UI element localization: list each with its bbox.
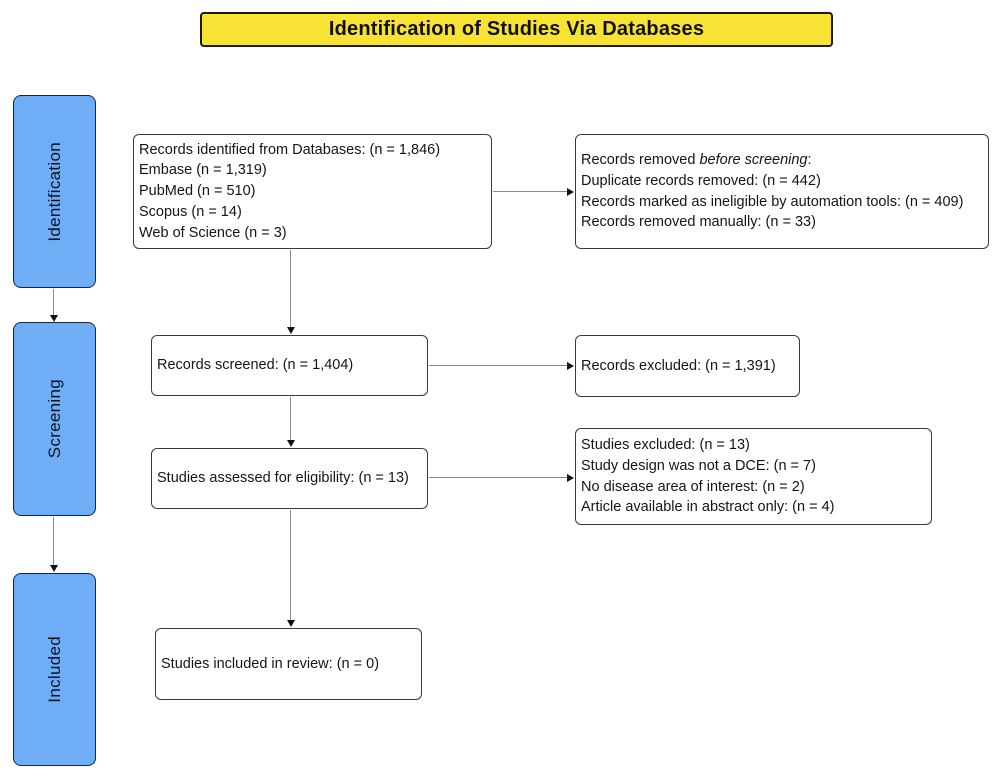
box-studies-included: Studies included in review: (n = 0) <box>155 628 422 700</box>
box-records-identified: Records identified from Databases: (n = … <box>133 134 492 249</box>
stage-identification-label: Identification <box>44 141 64 242</box>
records-removed-manual: Records removed manually: (n = 33) <box>581 214 816 231</box>
arrow-screened-to-assessed <box>286 397 295 447</box>
arrow-screening-to-included <box>49 517 58 572</box>
title-banner: Identification of Studies Via Databases <box>200 12 833 47</box>
arrow-identification-to-screening <box>49 289 58 322</box>
records-identified-total: Records identified from Databases: (n = … <box>139 141 441 158</box>
arrow-screened-to-excluded <box>429 361 574 370</box>
stage-included-label: Included <box>44 636 64 703</box>
arrow-identified-to-screened <box>286 250 295 334</box>
arrow-assessed-to-studies-excluded <box>429 473 574 482</box>
records-removed-heading: Records removed before screening: <box>581 150 982 171</box>
stage-identification: Identification <box>13 95 96 288</box>
arrow-assessed-to-included <box>286 510 295 627</box>
studies-excluded-disease: No disease area of interest: (n = 2) <box>581 478 805 495</box>
box-records-screened: Records screened: (n = 1,404) <box>151 335 428 396</box>
records-screened-text: Records screened: (n = 1,404) <box>157 357 354 374</box>
stage-screening: Screening <box>13 322 96 516</box>
records-removed-heading-suffix: : <box>807 151 812 168</box>
studies-excluded-total: Studies excluded: (n = 13) <box>581 436 750 453</box>
studies-included-text: Studies included in review: (n = 0) <box>161 655 380 672</box>
box-studies-excluded: Studies excluded: (n = 13) Study design … <box>575 428 932 525</box>
studies-assessed-text: Studies assessed for eligibility: (n = 1… <box>157 470 409 487</box>
records-removed-heading-italic: before screening <box>699 151 808 168</box>
records-removed-duplicates: Duplicate records removed: (n = 442) <box>581 172 821 189</box>
records-identified-pubmed: PubMed (n = 510) <box>139 183 256 200</box>
studies-excluded-abstract: Article available in abstract only: (n =… <box>581 499 835 516</box>
records-identified-embase: Embase (n = 1,319) <box>139 162 267 179</box>
records-excluded-text: Records excluded: (n = 1,391) <box>581 357 776 374</box>
stage-included: Included <box>13 573 96 766</box>
records-removed-heading-prefix: Records removed <box>581 151 700 168</box>
studies-excluded-design: Study design was not a DCE: (n = 7) <box>581 457 816 474</box>
records-identified-wos: Web of Science (n = 3) <box>139 224 287 241</box>
stage-screening-label: Screening <box>44 379 64 459</box>
records-identified-scopus: Scopus (n = 14) <box>139 203 242 220</box>
box-studies-assessed: Studies assessed for eligibility: (n = 1… <box>151 448 428 509</box>
arrow-identified-to-removed <box>493 187 574 196</box>
records-removed-automation: Records marked as ineligible by automati… <box>581 193 964 210</box>
box-records-removed: Records removed before screening: Duplic… <box>575 134 989 249</box>
page-title: Identification of Studies Via Databases <box>328 18 705 40</box>
box-records-excluded: Records excluded: (n = 1,391) <box>575 335 800 397</box>
